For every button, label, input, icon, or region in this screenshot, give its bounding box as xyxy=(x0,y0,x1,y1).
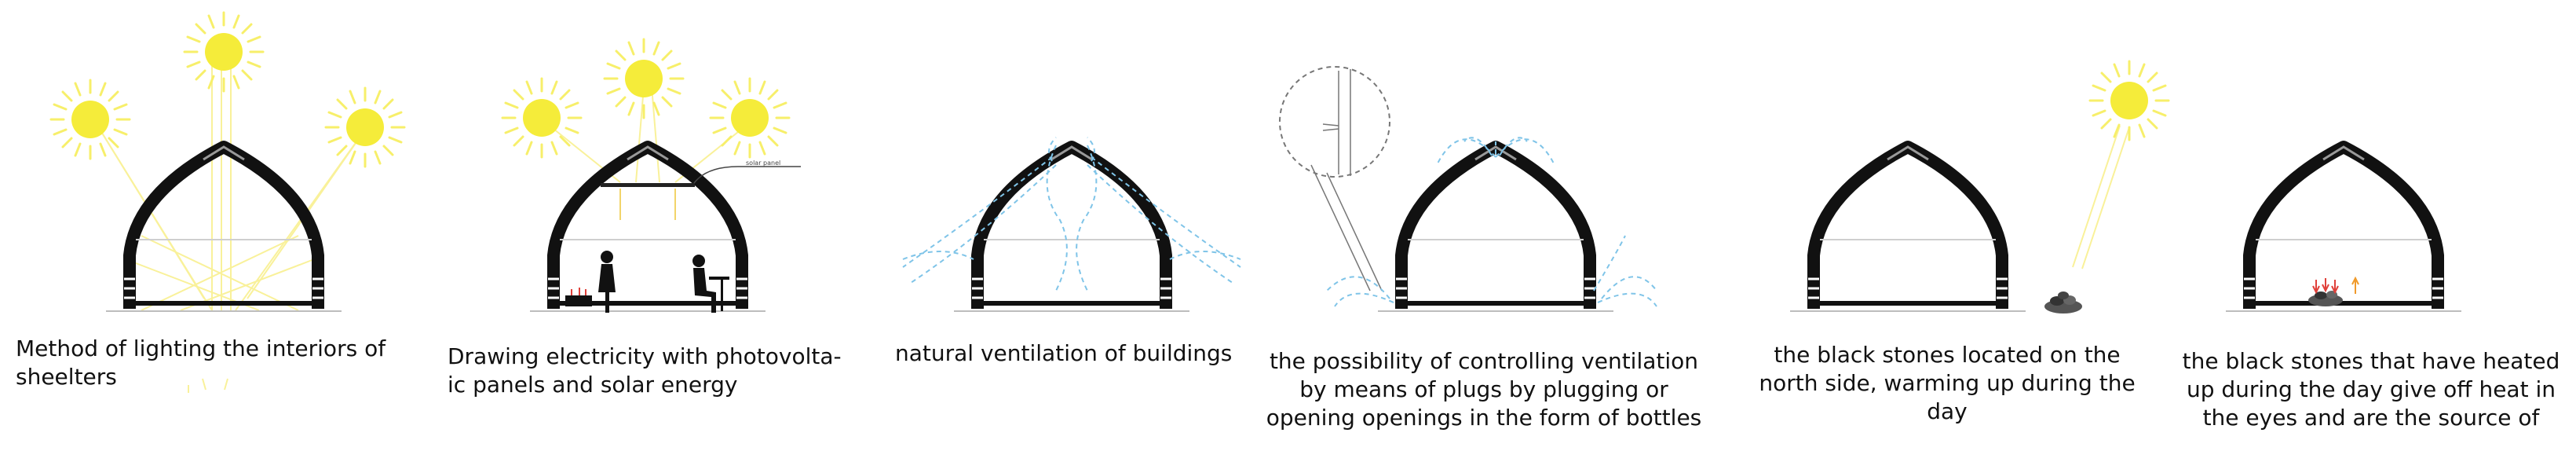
stone-pile-icon xyxy=(2308,291,2343,306)
sun-icon xyxy=(501,77,583,159)
sun-icon xyxy=(183,11,265,93)
sun-icon xyxy=(603,38,685,119)
panel-plug-control xyxy=(1279,66,1657,311)
panel-stones-night xyxy=(2226,98,2508,311)
caption-natural-ventilation: natural ventilation of buildings xyxy=(895,340,1233,366)
caption-photovoltaic: Drawing electricity with photovolta-ic p… xyxy=(448,343,842,398)
person-icon xyxy=(692,255,729,313)
plug-icon xyxy=(1322,123,1339,131)
person-icon xyxy=(598,251,616,313)
panel-natural-ventilation xyxy=(902,137,1241,311)
panel-stones-day xyxy=(1790,60,2170,314)
panel-annotation: solar panel xyxy=(746,160,780,167)
sun-icon xyxy=(324,86,406,168)
sun-icon xyxy=(2088,60,2170,141)
caption-lighting: Method of lighting the interiors of shee… xyxy=(16,336,386,390)
panel-photovoltaic: solar panel xyxy=(501,38,801,313)
stone-pile-icon xyxy=(2044,292,2082,314)
heat-arrow-icon xyxy=(2312,278,2339,295)
panel-lighting xyxy=(49,11,406,393)
caption-stones-night: the black stones that have heated up dur… xyxy=(2182,348,2560,431)
solar-panel xyxy=(601,183,695,187)
battery-icon xyxy=(565,288,592,306)
magnifier-detail-icon xyxy=(1279,66,1390,178)
caption-stones-day: the black stones located on the north si… xyxy=(1759,342,2136,424)
sun-icon xyxy=(49,79,131,160)
caption-plug-control: the possibility of controlling ventilati… xyxy=(1266,348,1702,431)
moon-icon xyxy=(2486,98,2508,143)
sun-icon xyxy=(709,77,791,159)
heat-arrow-icon xyxy=(2351,276,2359,294)
